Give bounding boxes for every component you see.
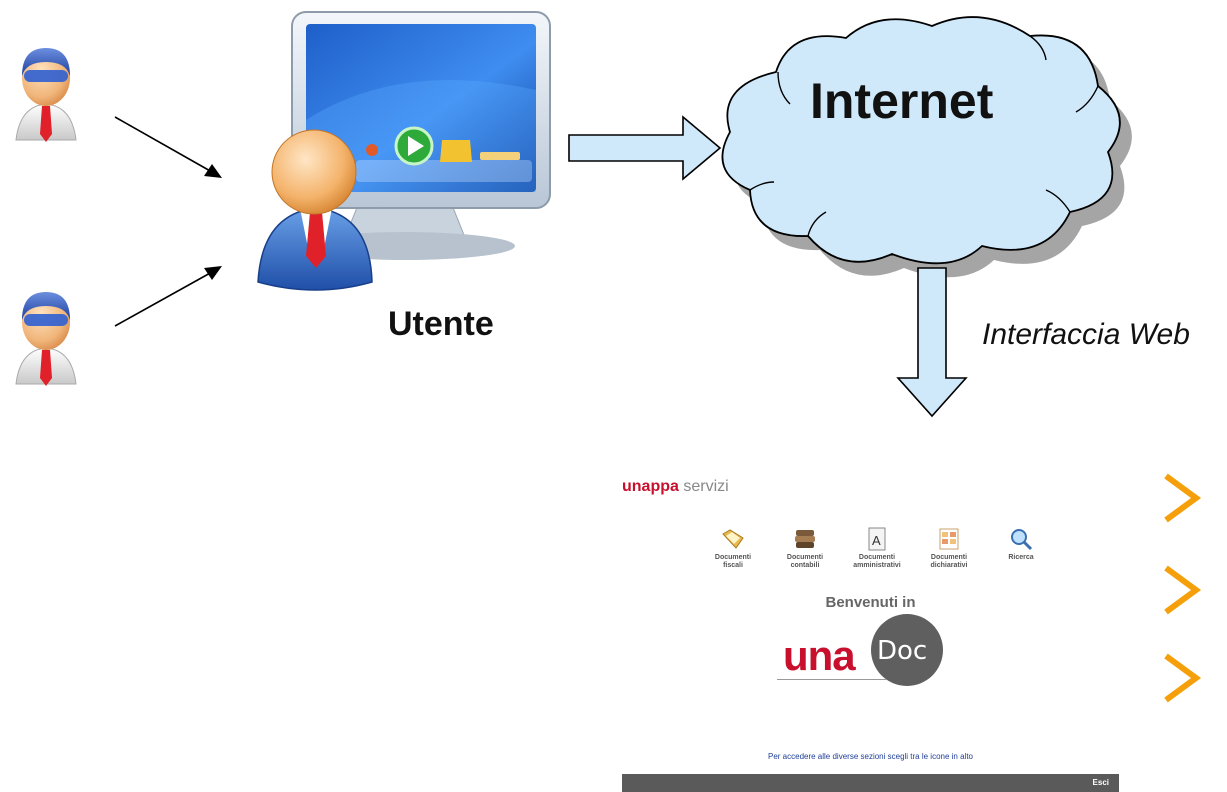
web-icon-bar: Documenti fiscali Documenti contabili A … [698, 526, 1058, 576]
search-icon [1011, 529, 1033, 551]
web-footer: Esci [622, 774, 1119, 792]
books-icon [795, 530, 815, 548]
navigation-hint: Per accedere alle diverse sezioni scegli… [768, 752, 973, 761]
folder-doc-icon [722, 529, 744, 549]
web-icon-documenti-dichiarativi[interactable]: Documenti dichiarativi [914, 526, 984, 570]
chevron-right-icon-2 [1164, 565, 1202, 615]
exit-link[interactable]: Esci [1092, 778, 1109, 787]
web-interface-screenshot: unappa servizi Documenti fiscali Documen… [622, 434, 1119, 792]
internet-label: Internet [810, 73, 994, 129]
chevron-right-icon-1 [1164, 473, 1202, 523]
letter-a-doc-icon: A [868, 527, 886, 551]
web-logo: unappa servizi [622, 478, 729, 495]
unadoc-logo: una Doc [777, 610, 967, 688]
svg-text:A: A [872, 533, 881, 548]
web-icon-documenti-amministrativi[interactable]: A Documenti amministrativi [842, 526, 912, 570]
user-avatar-top [15, 48, 77, 142]
table-doc-icon [939, 528, 959, 550]
arrow-user1-to-pc [114, 116, 222, 178]
arrow-user2-to-pc [114, 266, 222, 327]
web-interface-label: Interfaccia Web [982, 318, 1190, 351]
web-icon-ricerca[interactable]: Ricerca [986, 526, 1056, 562]
arrow-pc-to-internet [568, 115, 722, 181]
internet-cloud [721, 16, 1132, 278]
web-icon-documenti-contabili[interactable]: Documenti contabili [770, 526, 840, 570]
user-icon [257, 129, 373, 291]
chevron-right-icon-3 [1164, 653, 1202, 703]
user-avatar-bottom [15, 292, 77, 386]
web-icon-documenti-fiscali[interactable]: Documenti fiscali [698, 526, 768, 570]
user-label: Utente [388, 305, 494, 343]
arrow-internet-to-web [896, 267, 968, 418]
welcome-text: Benvenuti in [825, 594, 916, 611]
